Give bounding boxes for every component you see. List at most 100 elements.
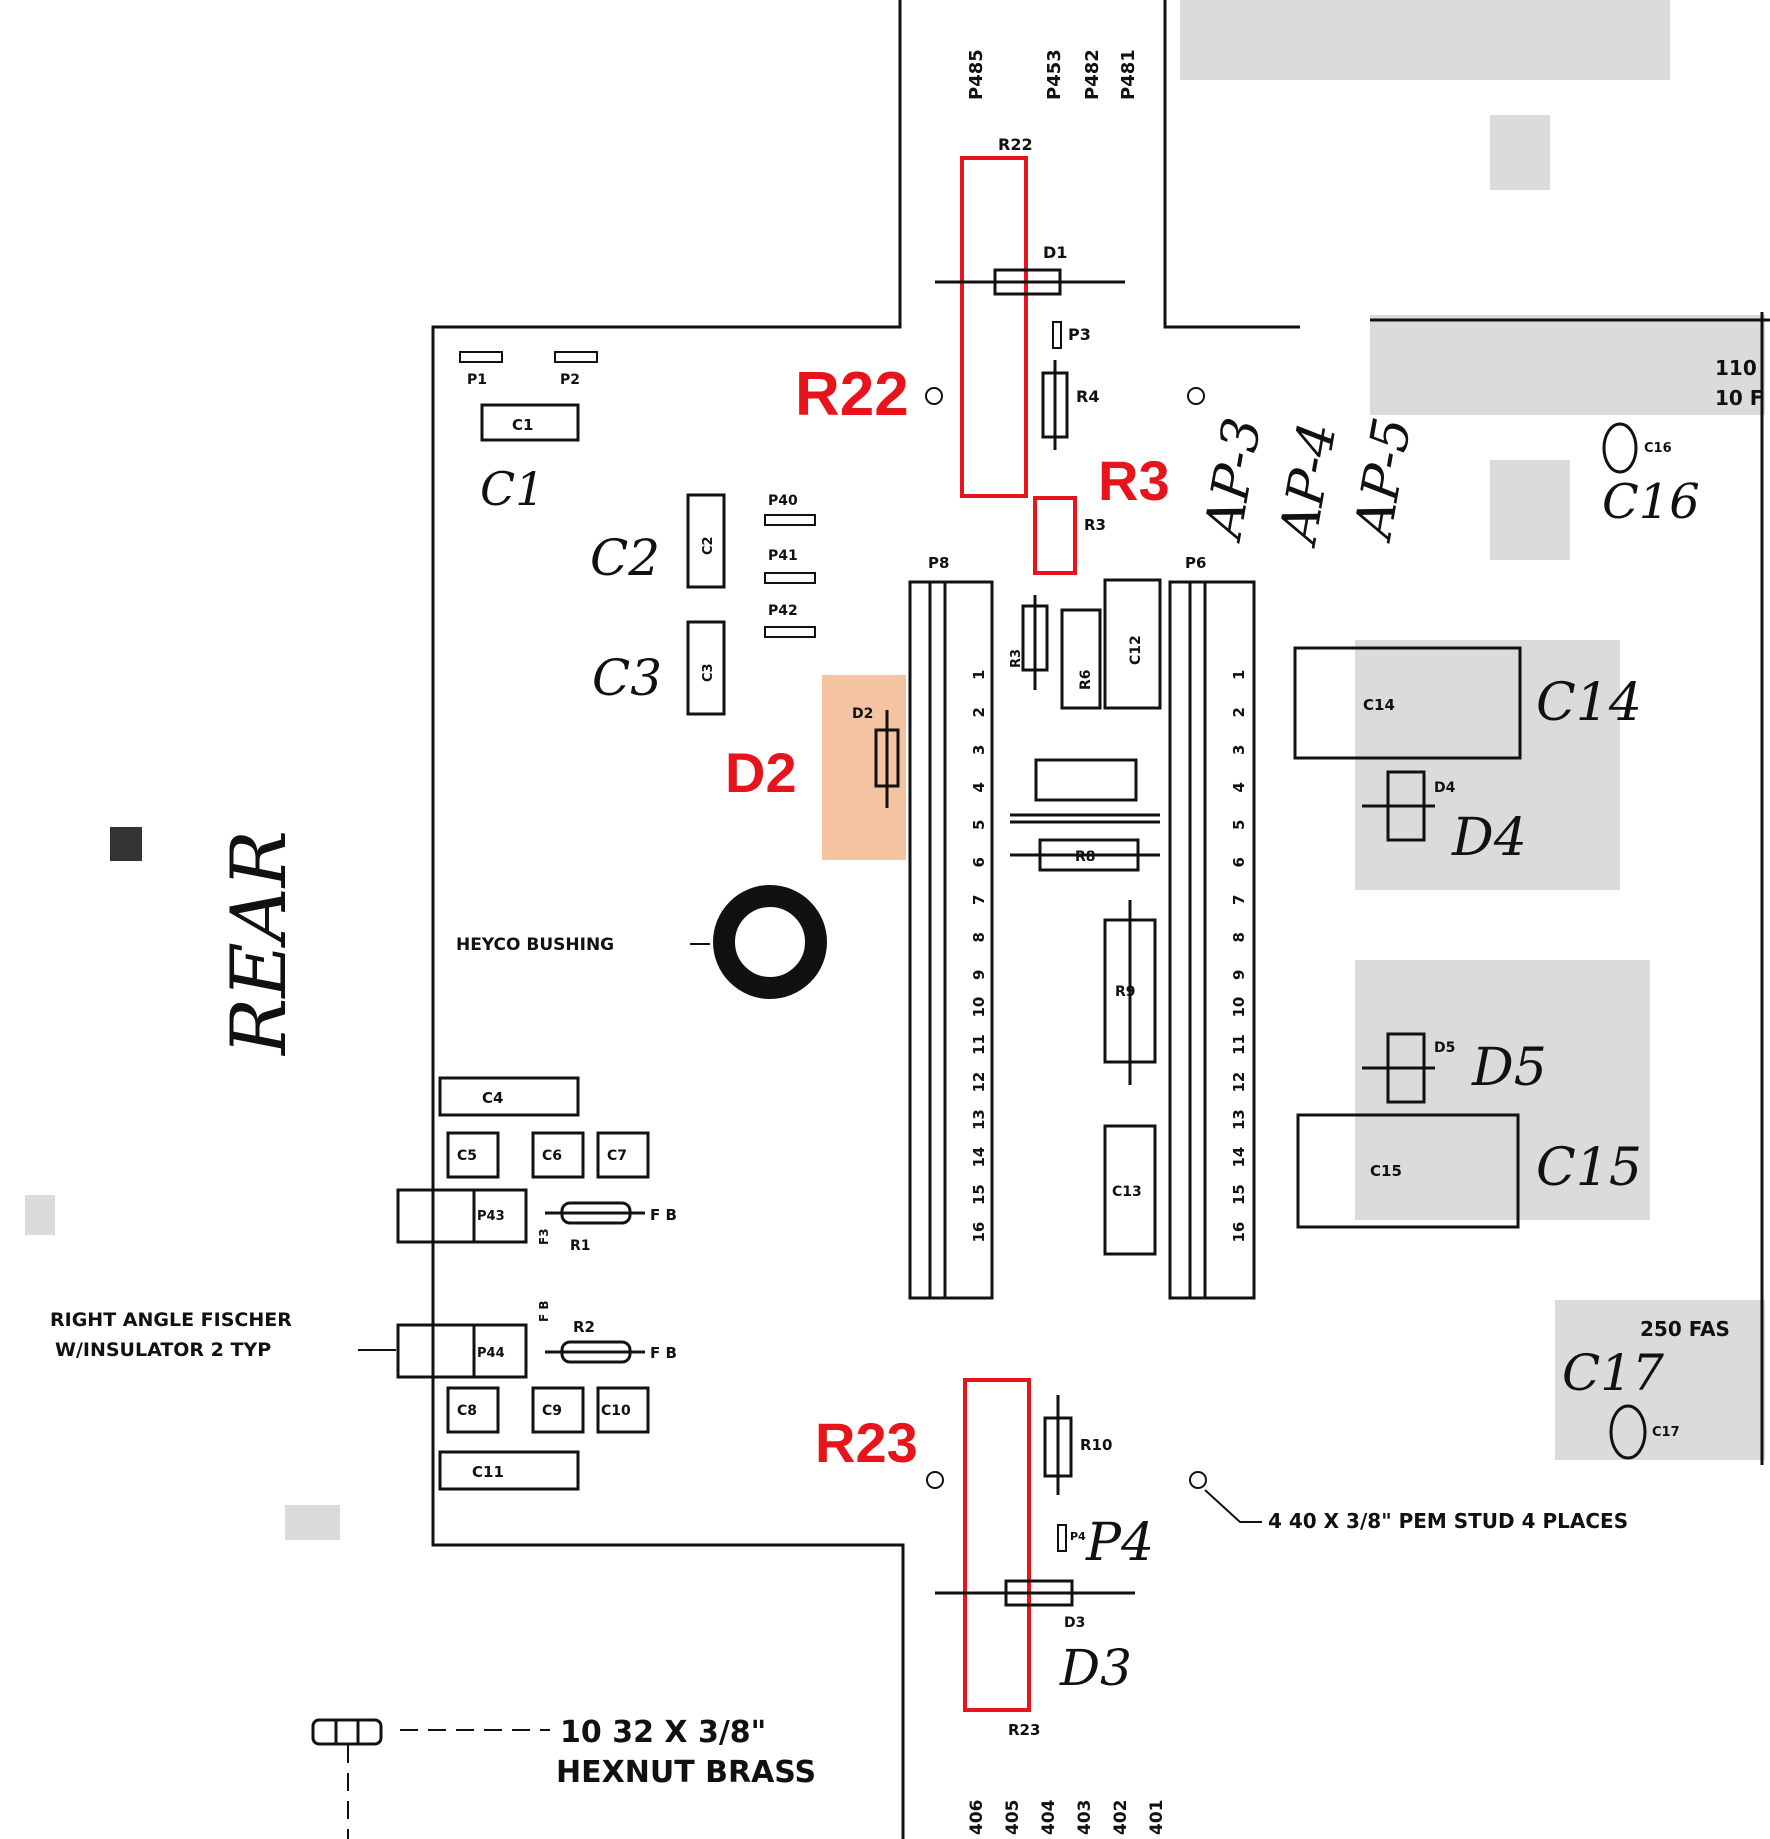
- p8-pin-7: 7: [970, 895, 988, 905]
- p6-pin-7: 7: [1230, 895, 1248, 905]
- hand-c15: C15: [1536, 1138, 1642, 1198]
- p8-pin-13: 13: [970, 1109, 988, 1130]
- hand-c1: C1: [480, 462, 544, 516]
- label-p43: P43: [477, 1209, 505, 1224]
- heyco-bushing-icon: [713, 885, 827, 999]
- label-p3: P3: [1068, 325, 1091, 344]
- p6-pin-1: 1: [1230, 670, 1248, 680]
- label-hexnut-2: HEXNUT BRASS: [556, 1755, 816, 1790]
- label-r10: R10: [1080, 1436, 1112, 1454]
- label-fb2: F B: [537, 1300, 551, 1322]
- label-p40: P40: [768, 493, 798, 509]
- p8-pin-8: 8: [970, 932, 988, 942]
- label-r1: R1: [570, 1238, 591, 1254]
- connector-p6: [1168, 580, 1256, 1300]
- label-d4: D4: [1434, 780, 1456, 796]
- label-d1: D1: [1043, 243, 1067, 262]
- p8-pin-15: 15: [970, 1184, 988, 1205]
- label-p4: P4: [1070, 1530, 1086, 1543]
- label-heyco: HEYCO BUSHING: [456, 935, 614, 955]
- label-partial-10f: 10 F: [1715, 386, 1763, 410]
- p6-pin-10: 10: [1230, 997, 1248, 1018]
- p8-pin-14: 14: [970, 1147, 988, 1168]
- label-r23: R23: [1008, 1721, 1040, 1739]
- label-r9: R9: [1115, 984, 1136, 1000]
- scan-noise: [25, 0, 1765, 1540]
- hand-ap5: AP-5: [1343, 413, 1424, 546]
- pin-label-P481: P481: [1118, 49, 1139, 100]
- pin-label-P485: P485: [966, 49, 987, 100]
- hand-c17: C17: [1562, 1344, 1664, 1402]
- label-d3: D3: [1064, 1615, 1085, 1631]
- label-fischer-1: RIGHT ANGLE FISCHER: [50, 1309, 292, 1331]
- label-p6: P6: [1185, 554, 1206, 572]
- label-c14: C14: [1363, 696, 1395, 714]
- hand-p4: P4: [1085, 1513, 1154, 1573]
- label-p1: P1: [467, 372, 487, 388]
- hand-c2: C2: [590, 529, 660, 587]
- p8-pin-3: 3: [970, 745, 988, 755]
- p8-pin-4: 4: [970, 782, 988, 792]
- p6-pin-6: 6: [1230, 857, 1248, 867]
- label-c12: C12: [1128, 635, 1144, 665]
- p8-pin-6: 6: [970, 857, 988, 867]
- label-r8: R8: [1075, 849, 1096, 865]
- p8-pin-16: 16: [970, 1222, 988, 1243]
- label-r4: R4: [1076, 387, 1099, 406]
- label-c3: C3: [701, 663, 716, 682]
- callout-d2: D2: [725, 741, 797, 804]
- label-d2: D2: [852, 706, 873, 722]
- hand-c16: C16: [1602, 474, 1700, 530]
- label-f3: F3: [537, 1228, 551, 1245]
- label-c13: C13: [1112, 1184, 1142, 1200]
- p6-pin-8: 8: [1230, 932, 1248, 942]
- highlight-r3-box: [1033, 496, 1077, 575]
- hand-ap4: AP-4: [1268, 418, 1349, 551]
- label-p8: P8: [928, 554, 949, 572]
- label-r3b: R3: [1009, 649, 1024, 668]
- hand-c14: C14: [1536, 673, 1642, 733]
- p8-pin-12: 12: [970, 1072, 988, 1093]
- label-c6: C6: [542, 1148, 562, 1164]
- top-pins: P485 P453 P482 P481: [966, 49, 1139, 100]
- p8-pin-2: 2: [970, 707, 988, 717]
- p6-pin-12: 12: [1230, 1072, 1248, 1093]
- label-c10: C10: [601, 1403, 631, 1419]
- label-r2: R2: [573, 1318, 595, 1336]
- hand-ap3: AP-3: [1193, 413, 1274, 546]
- callout-r23: R23: [815, 1411, 918, 1474]
- label-c5: C5: [457, 1148, 477, 1164]
- bottom-pin-402: 402: [1111, 1800, 1131, 1836]
- label-pem-stud: 4 40 X 3/8" PEM STUD 4 PLACES: [1268, 1509, 1628, 1533]
- p8-pin-11: 11: [970, 1034, 988, 1055]
- label-r6: R6: [1078, 669, 1094, 690]
- hand-c3: C3: [592, 649, 662, 707]
- label-fas: 250 FAS: [1640, 1317, 1730, 1341]
- bottom-pin-405: 405: [1003, 1800, 1023, 1836]
- label-c15: C15: [1370, 1162, 1402, 1180]
- p8-pin-5: 5: [970, 820, 988, 830]
- pin-label-P453: P453: [1044, 49, 1065, 100]
- connector-p8: [908, 580, 994, 1300]
- hand-d4: D4: [1451, 808, 1527, 868]
- label-c7: C7: [607, 1148, 627, 1164]
- bottom-pin-404: 404: [1039, 1799, 1059, 1835]
- bottom-pin-401: 401: [1147, 1800, 1167, 1836]
- label-c4: C4: [482, 1089, 503, 1107]
- label-partial-110: 110: [1715, 356, 1757, 380]
- p6-pin-14: 14: [1230, 1147, 1248, 1168]
- label-c2: C2: [701, 536, 716, 555]
- label-c11: C11: [472, 1463, 504, 1481]
- bottom-pin-406: 406: [967, 1800, 987, 1836]
- label-c1: C1: [512, 416, 533, 434]
- callout-r3: R3: [1098, 449, 1170, 512]
- label-fischer-2: W/INSULATOR 2 TYP: [55, 1339, 271, 1361]
- highlight-r23-box: [963, 1378, 1031, 1712]
- label-p2: P2: [560, 372, 580, 388]
- label-p44: P44: [477, 1346, 505, 1361]
- p6-pin-16: 16: [1230, 1222, 1248, 1243]
- p6-pin-13: 13: [1230, 1109, 1248, 1130]
- label-d5: D5: [1434, 1040, 1455, 1056]
